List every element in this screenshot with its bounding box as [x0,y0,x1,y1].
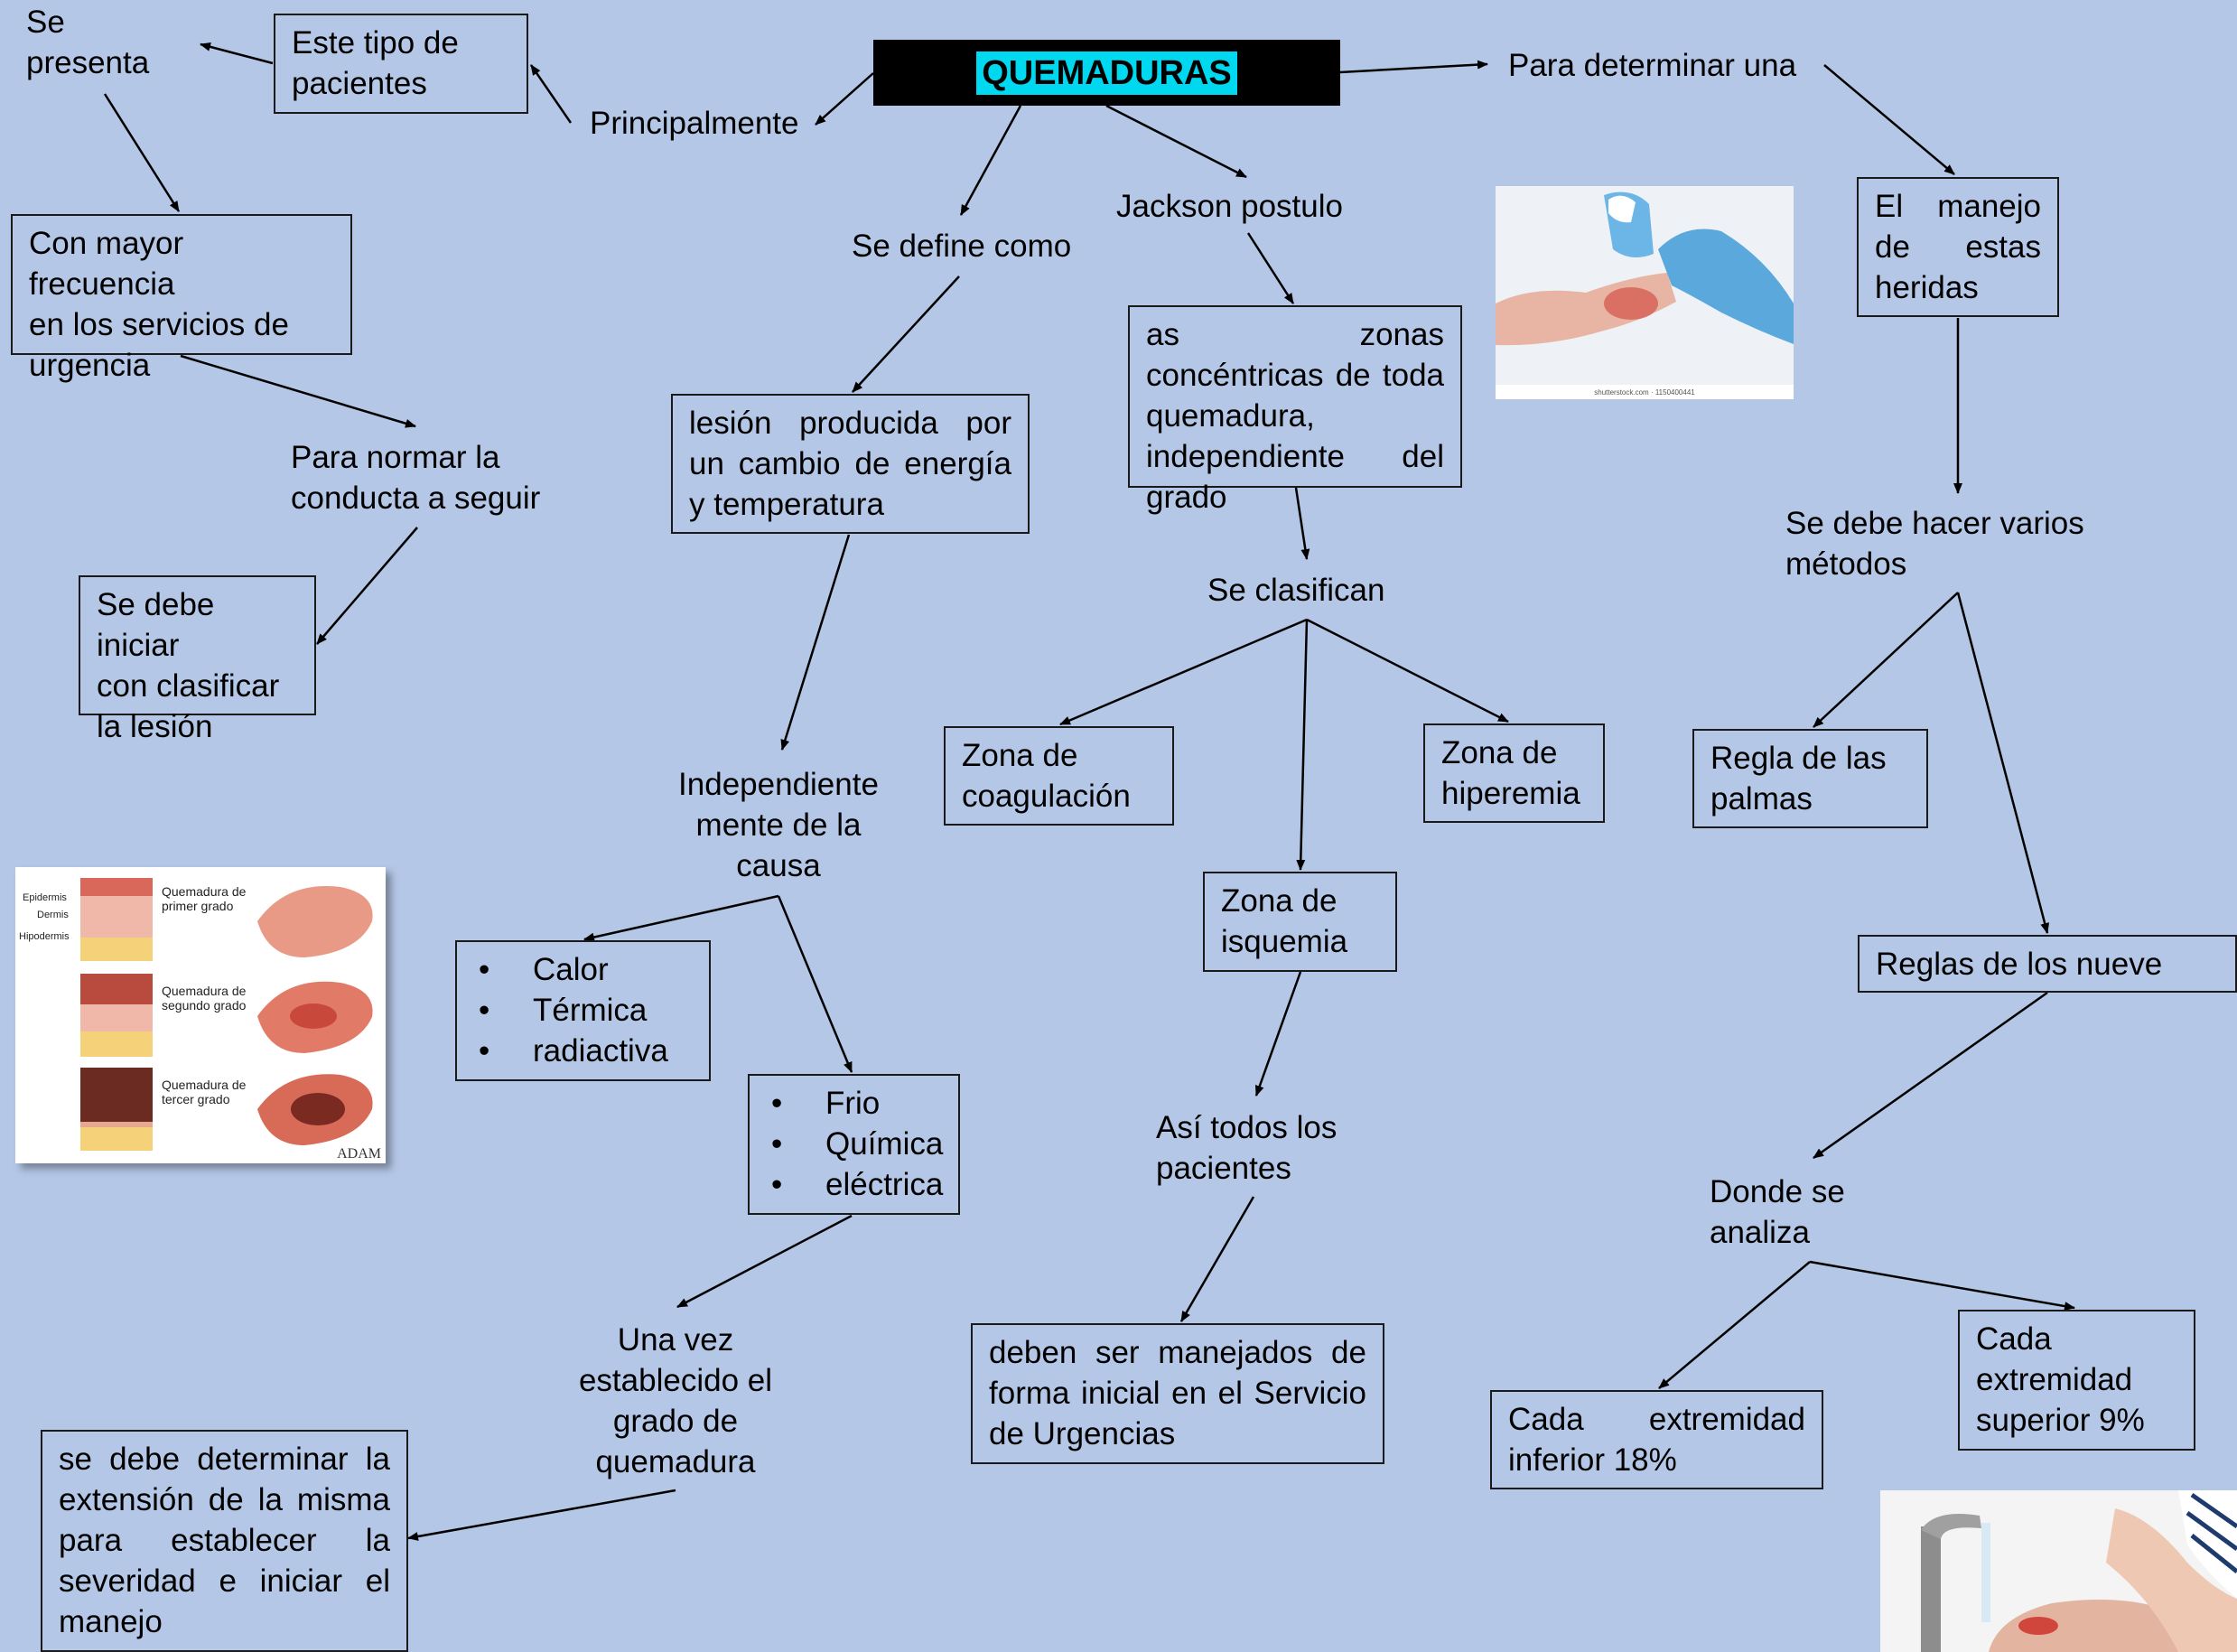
title-bar: QUEMADURAS [873,40,1340,106]
burn-grades-illustration: Epidermis Dermis Hipodermis Quemadura de… [15,867,386,1163]
arrow-se-presenta-to-mayor-frecuencia [103,93,181,212]
photo-caption: shutterstock.com · 1150400441 [1594,388,1695,397]
label-donde-se: Donde se analiza [1710,1174,1845,1250]
arrow-donde-se-to-superior [1809,1260,2075,1311]
arrow-title-to-se-define [959,105,1022,216]
box-inferior: Cada extremidad inferior 18% [1490,1390,1823,1489]
list-item: Química [766,1124,943,1164]
box-superior: Cada extremidad superior 9% [1958,1310,2195,1451]
arrow-title-to-para-determinar [1339,60,1488,74]
arrow-este-tipo-to-se-presenta [200,42,274,65]
arrow-para-determinar-to-manejo [1823,64,1955,175]
label-se-define: Se define como [852,229,1072,264]
box-calor-list: Calor Térmica radiactiva [455,940,711,1081]
list-item: Frio [766,1083,942,1124]
arrow-se-clasifican-to-hiperemia [1306,618,1509,723]
arrow-se-define-to-lesion [852,275,960,393]
box-mayor-frecuencia: Con mayor frecuencia en los servicios de… [11,214,352,383]
arrow-title-to-jackson [1105,104,1247,179]
label-independiente: Independiente mente de la causa [678,767,879,883]
label-asi-todos: Así todos los pacientes [1156,1110,1338,1186]
label-para-normar: Para normar la conducta a seguir [291,440,541,516]
arrow-isquemia-to-asi-todos [1254,971,1302,1097]
arrow-principalmente-to-este-tipo [529,64,573,124]
list-item: radiactiva [473,1031,693,1071]
diagram-title: QUEMADURAS [976,51,1237,95]
arrow-se-clasifican-to-coagulacion [1059,618,1308,726]
arrow-zonas-to-se-clasifican [1294,487,1310,560]
box-este-tipo: Este tipo de pacientes [274,14,528,114]
list-item: eléctrica [766,1164,943,1205]
gloved-hand-image: shutterstock.com · 1150400441 [1496,186,1794,399]
label-se-presenta: Se presenta [26,5,150,80]
photo-burn-grades: Epidermis Dermis Hipodermis Quemadura de… [15,867,386,1163]
label-se-clasifican: Se clasifican [1207,573,1385,608]
faucet-washing-image [1880,1490,2237,1652]
list-item: Calor [473,949,693,990]
arrow-una-vez-to-extension [407,1489,676,1541]
label-principalmente: Principalmente [590,106,799,141]
arrow-mayor-frecuencia-to-para-normar [180,354,416,428]
box-deben-ser: deben ser manejados de forma inicial en … [971,1323,1384,1464]
box-frio-list: Frio Química eléctrica [748,1074,960,1215]
skin-layer-label: Epidermis [23,892,67,903]
arrow-jackson-to-zonas [1246,232,1295,304]
box-manejo: El manejo de estas heridas [1857,177,2059,317]
arrow-asi-todos-to-deben-ser [1179,1196,1255,1322]
arrow-independiente-to-calor [583,894,779,942]
box-hiperemia: Zona de hiperemia [1423,723,1605,823]
arrow-para-normar-to-iniciar [316,527,418,645]
arrow-donde-se-to-inferior [1658,1261,1811,1389]
arrow-nueve-to-donde-se [1813,991,2048,1160]
box-iniciar-clasificar: Se debe iniciar con clasificar la lesión [79,575,316,744]
arrow-independiente-to-frio [777,895,853,1073]
box-palmas: Regla de las palmas [1692,729,1928,828]
arrow-frio-to-una-vez [676,1214,853,1309]
label-se-debe-hacer: Se debe hacer varios métodos [1785,506,2084,582]
box-coagulacion: Zona de coagulación [944,726,1174,826]
arrow-lesion-to-independiente [780,534,851,751]
skin-layer-label: Hipodermis [19,931,70,942]
arrow-se-debe-hacer-to-nueve [1956,592,2050,934]
label-una-vez: Una vez establecido el grado de quemadur… [578,1322,773,1479]
box-nueve: Reglas de los nueve [1858,935,2237,993]
box-isquemia: Zona de isquemia [1203,872,1397,972]
label-para-determinar: Para determinar una [1508,48,1797,83]
arrow-se-clasifican-to-isquemia [1296,619,1309,871]
photo-gloved-hand: shutterstock.com · 1150400441 [1496,186,1794,399]
box-zonas: as zonas concéntricas de toda quemadura,… [1128,305,1462,515]
box-lesion: lesión producida por un cambio de energí… [671,394,1030,534]
label-jackson: Jackson postulo [1116,189,1343,224]
arrow-se-debe-hacer-to-palmas [1813,592,1959,728]
photo-faucet-washing [1880,1490,2237,1652]
box-extension: se debe determinar la extensión de la mi… [41,1430,408,1652]
arrow-title-to-principalmente [815,72,874,126]
skin-layer-label: Dermis [37,910,69,920]
adam-logo: ADAM [337,1146,381,1162]
list-item: Térmica [473,990,693,1031]
